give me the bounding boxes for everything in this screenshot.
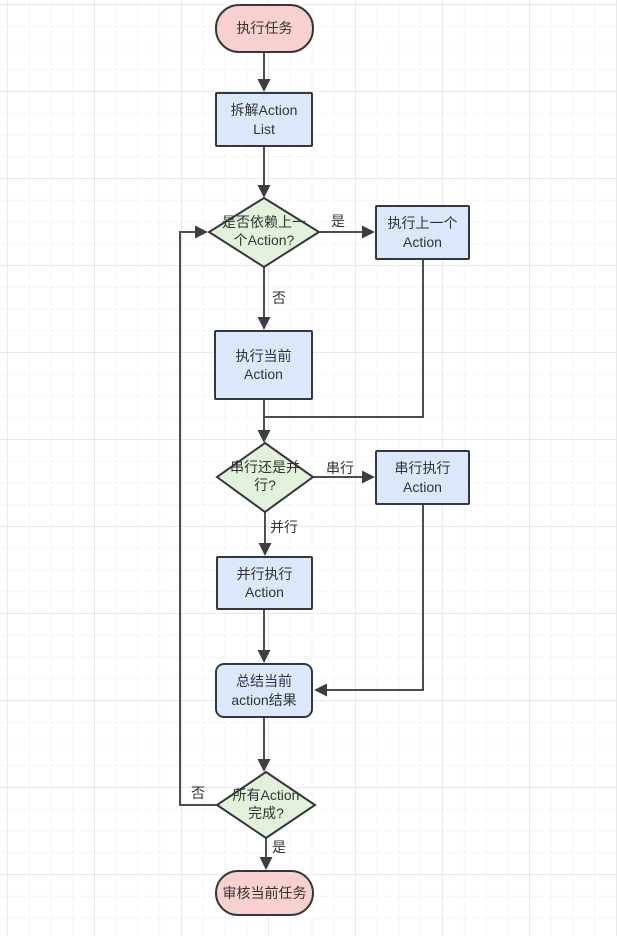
decision-depends-shape (207, 196, 321, 269)
node-summarize-action-result: 总结当前 action结果 (215, 663, 313, 718)
node-serial-exec-action: 串行执行 Action (375, 450, 470, 505)
node-decompose-action-list: 拆解Action List (215, 92, 313, 147)
node-start: 执行任务 (215, 4, 314, 53)
decision-mode-shape (215, 441, 315, 514)
edge-label-mode-parallel: 并行 (270, 519, 298, 535)
edge-label-depends-yes: 是 (331, 213, 345, 229)
edge-execprev-merge (264, 260, 424, 418)
node-parallel-exec-action: 并行执行 Action (216, 556, 313, 610)
edge-serialexec-to-summarize (314, 505, 424, 697)
edge-label-done-yes: 是 (272, 839, 286, 855)
node-end: 审核当前任务 (215, 870, 314, 916)
decision-alldone-shape (215, 770, 317, 840)
edge-label-mode-serial: 串行 (326, 460, 354, 476)
node-exec-current-action: 执行当前 Action (214, 330, 313, 400)
node-exec-prev-action: 执行上一个 Action (375, 205, 470, 260)
edge-label-depends-no: 否 (272, 290, 286, 306)
edge-alldone-no-loop (179, 225, 217, 806)
edge-label-done-no: 否 (191, 785, 205, 801)
